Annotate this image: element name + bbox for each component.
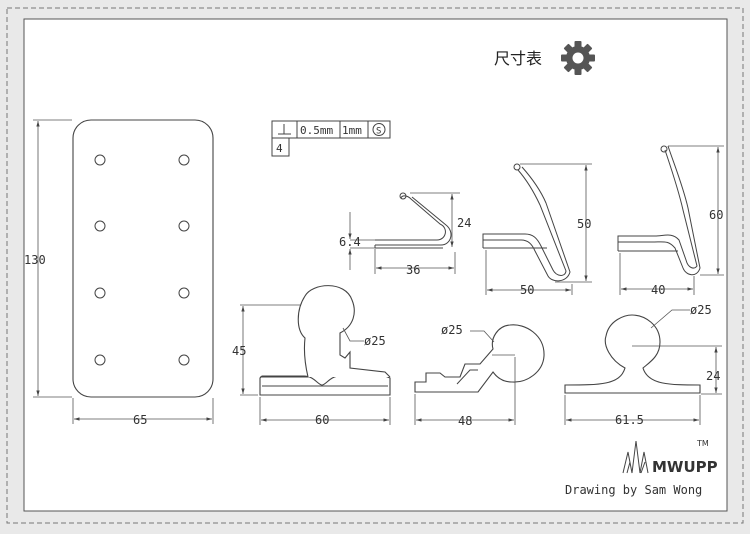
knob-c-height: 24 <box>706 369 720 383</box>
gear-icon <box>561 41 595 75</box>
clip-medium-height: 50 <box>577 217 591 231</box>
tolerance-datum: 4 <box>276 142 283 155</box>
clip-large-height: 60 <box>709 208 723 222</box>
sheet-title: 尺寸表 <box>494 49 542 68</box>
clip-medium: 50 50 <box>482 163 592 297</box>
clip-small-height: 24 <box>457 216 471 230</box>
outer-dashed-border <box>6 7 744 524</box>
clip-large: 60 40 <box>617 145 724 297</box>
clip-small-width: 36 <box>406 263 420 277</box>
clip-small-thickness: 6.4 <box>339 235 361 249</box>
symbol-circle <box>372 123 386 136</box>
knob-b-diameter: ø25 <box>441 323 463 337</box>
plate-view: 130 65 <box>24 119 214 427</box>
tolerance-value: 0.5mm <box>300 124 333 137</box>
knob-b-width: 48 <box>458 414 472 428</box>
mwupp-logo: MWUPP TM <box>622 439 718 476</box>
knob-a-height: 45 <box>232 344 246 358</box>
knob-a-diameter: ø25 <box>364 334 386 348</box>
clip-large-width: 40 <box>651 283 665 297</box>
tolerance-symbol: S <box>376 127 381 137</box>
trademark-mark: TM <box>696 439 709 448</box>
perpendicularity-icon <box>278 124 291 135</box>
drawing-credit: Drawing by Sam Wong <box>565 483 702 497</box>
plate-width-label: 65 <box>133 413 147 427</box>
knob-c-width: 61.5 <box>615 413 644 427</box>
plate-outline <box>72 119 214 398</box>
tolerance-frame: 0.5mm 1mm S 4 <box>271 120 391 157</box>
clip-small: 6.4 24 36 <box>339 192 471 277</box>
knob-c: 24 ø25 61.5 <box>564 303 722 427</box>
brand-name: MWUPP <box>652 458 718 476</box>
knob-a-width: 60 <box>315 413 329 427</box>
tolerance-value-2: 1mm <box>342 124 362 137</box>
knob-a: 45 ø25 60 <box>232 285 391 427</box>
knob-b: ø25 48 <box>414 323 545 428</box>
plate-height-label: 130 <box>24 253 46 267</box>
knob-c-diameter: ø25 <box>690 303 712 317</box>
plate-holes <box>94 154 190 366</box>
clip-medium-width: 50 <box>520 283 534 297</box>
